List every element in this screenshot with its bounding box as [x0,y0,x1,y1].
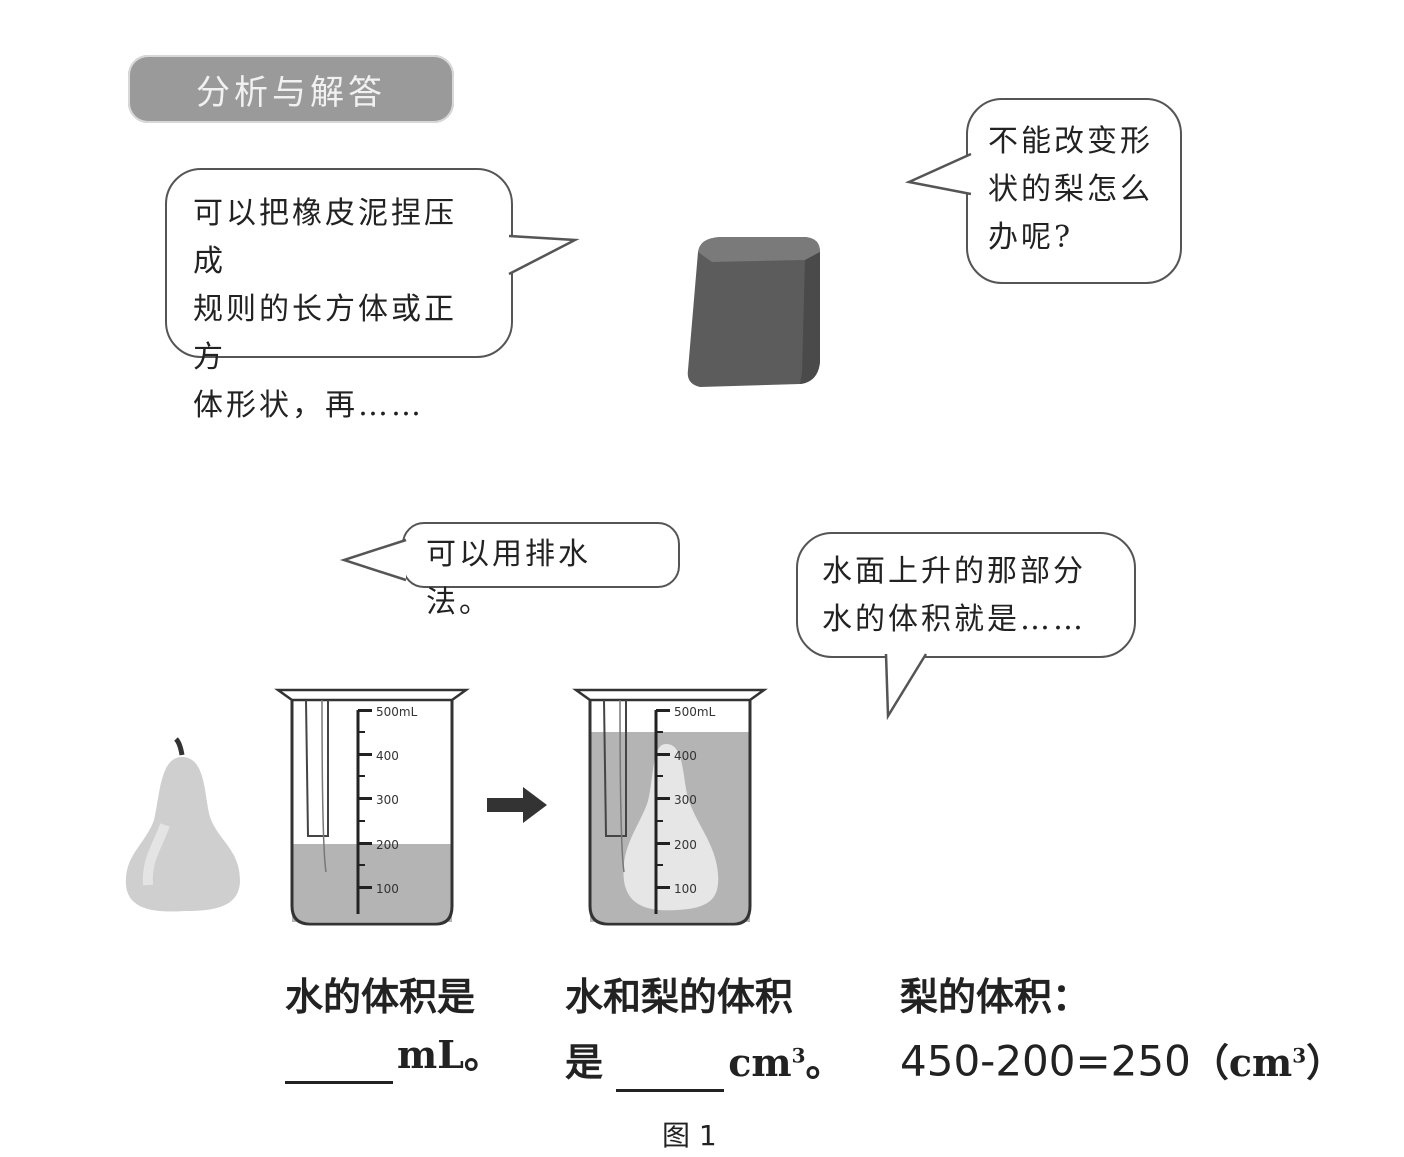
bubble-line: 水面上升的那部分 [822,554,1086,589]
tick-label: 200 [376,838,399,852]
unit-label: cm3。 [728,1039,844,1085]
bubble-text: 可以用排水法。 [426,537,591,620]
section-title: 分析与解答 [128,55,454,123]
beaker-after: 500mL 400 300 200 100 [572,688,768,926]
figure-caption: 图 1 [662,1119,717,1152]
bubble-tail [904,152,972,196]
unit-label: mL。 [397,1032,502,1077]
unit-label: （cm3） [1190,1039,1345,1085]
caption-pear-volume: 梨的体积： 450-200=250（cm3） [900,968,1344,1092]
tick-label: 300 [376,793,399,807]
caption-line: 梨的体积： [900,974,1091,1019]
tick-label: 100 [674,882,697,896]
caption-line: 是 cm3。 [565,1026,844,1092]
tick-label: 200 [674,838,697,852]
bubble-tail [884,653,928,721]
bubble-line: 水的体积就是…… [822,602,1086,637]
bubble-line: 不能改变形 [988,124,1153,159]
beaker-before: 500mL 400 300 200 100 [274,688,470,926]
caption-line: 450-200=250（cm3） [900,1026,1344,1092]
answer-blank[interactable] [616,1049,725,1092]
arrow-right-icon [487,787,547,823]
caption-line: 水的体积是 [285,974,476,1019]
tick-label: 300 [674,793,697,807]
caption-water-pear-volume: 水和梨的体积 是 cm3。 [565,968,844,1092]
speech-bubble-rising-water: 水面上升的那部分 水的体积就是…… [796,532,1136,658]
speech-bubble-drainage: 可以用排水法。 [402,522,680,620]
answer-blank[interactable] [285,1041,393,1084]
caption-water-volume: 水的体积是 mL。 [285,968,502,1084]
caption-line: 水和梨的体积 [565,974,794,1019]
bubble-line: 可以把橡皮泥捏压成 [193,196,457,279]
tick-label: 100 [376,882,399,896]
tick-label: 500mL [376,705,418,719]
clay-cube-image [687,237,820,387]
speech-bubble-shape-method: 可以把橡皮泥捏压成 规则的长方体或正方 体形状，再…… [165,168,513,423]
bubble-line: 状的梨怎么 [988,172,1153,207]
tick-label: 400 [674,749,697,763]
tick-label: 500mL [674,705,716,719]
bubble-tail [508,234,580,276]
caption-prefix: 是 [565,1039,604,1085]
caption-line: mL。 [285,1026,502,1084]
pear-image [125,737,240,912]
bubble-line: 体形状，再…… [193,388,424,423]
bubble-line: 办呢? [988,220,1074,255]
bubble-line: 规则的长方体或正方 [193,292,457,375]
tick-label: 400 [376,749,399,763]
speech-bubble-pear-question: 不能改变形 状的梨怎么 办呢? [966,98,1182,284]
volume-formula: 450-200=250 [900,1036,1191,1086]
bubble-tail [339,538,407,582]
